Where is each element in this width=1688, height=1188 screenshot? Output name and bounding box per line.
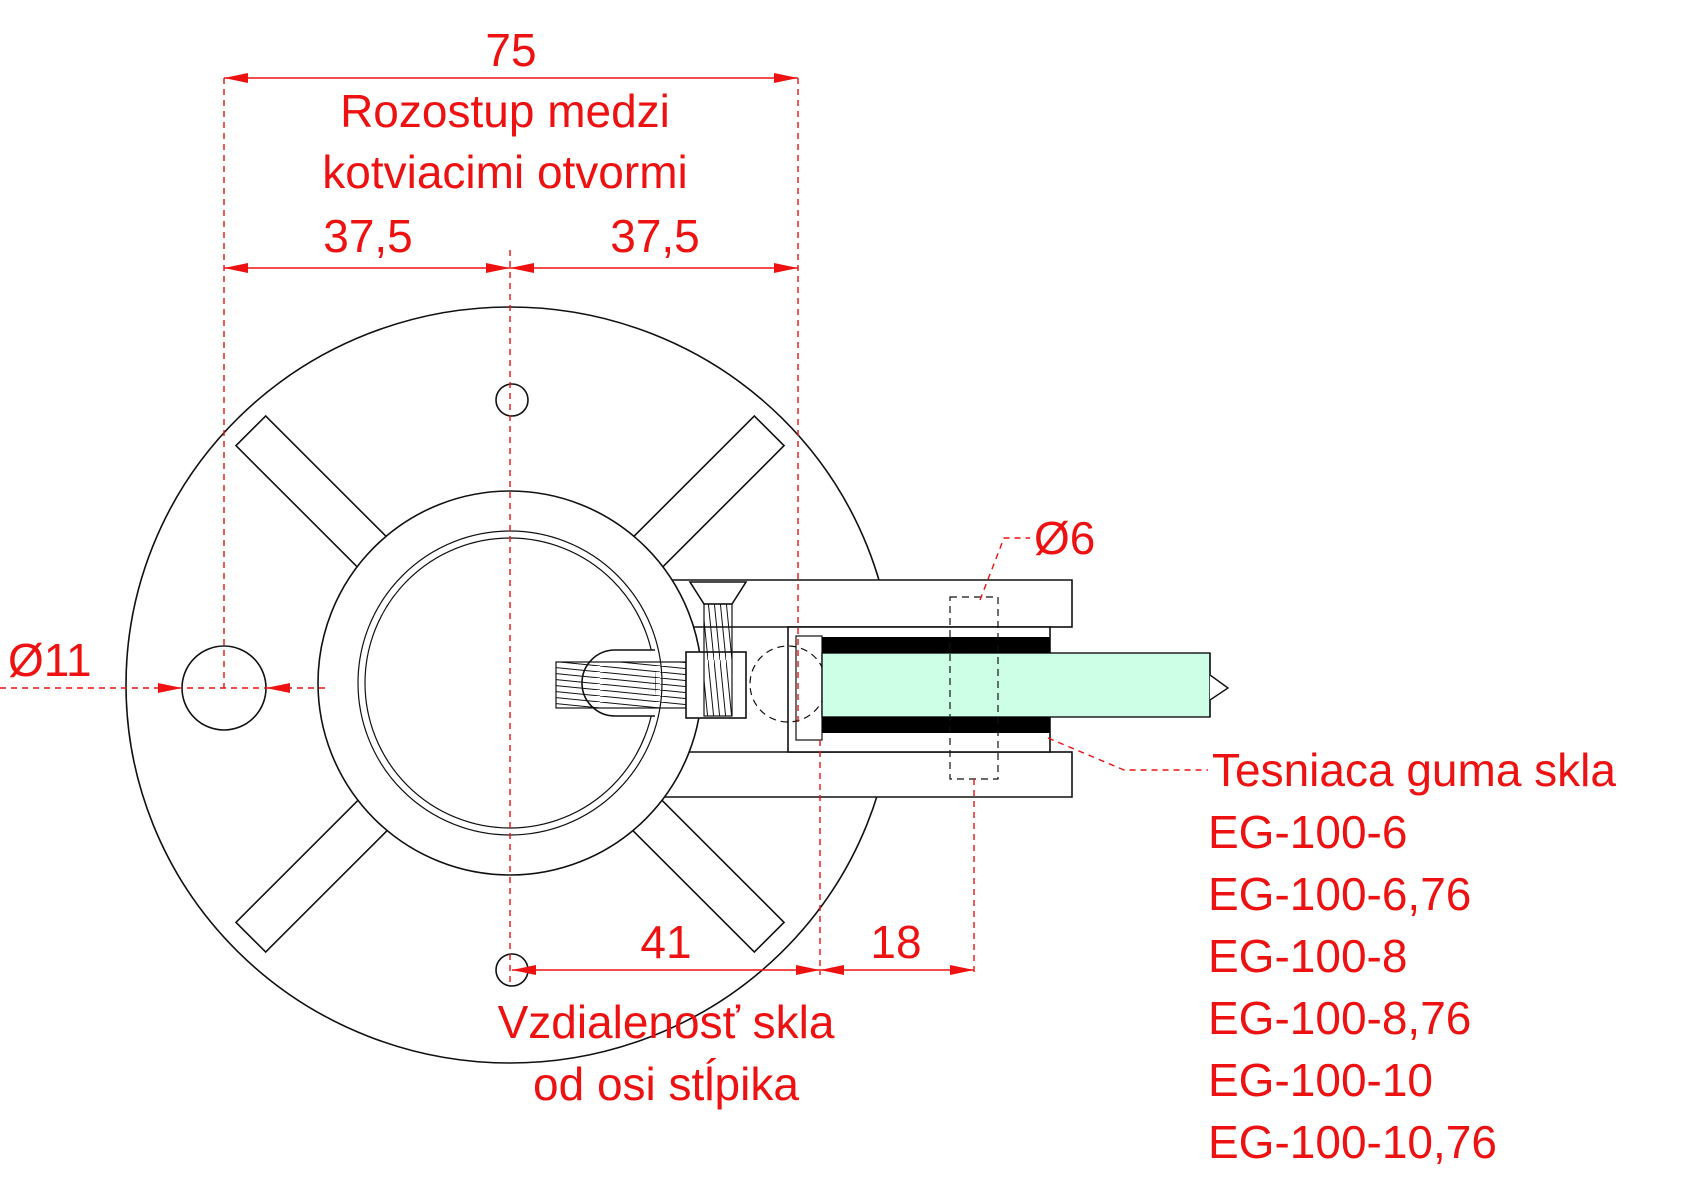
- dim-75: 75: [485, 24, 536, 76]
- anchor-hole-top: [495, 383, 529, 417]
- gasket-code: EG-100-6: [1208, 806, 1407, 858]
- glass-assembly: [821, 637, 1230, 733]
- clamp-bolt-shank: [703, 603, 733, 717]
- dim-41: 41: [640, 916, 691, 968]
- gasket-code: EG-100-10: [1208, 1054, 1433, 1106]
- glass-distance-label-line2: od osi stĺpika: [533, 1058, 799, 1110]
- stiffener-ribs: [234, 414, 786, 954]
- clamp-bolt: [688, 581, 748, 717]
- gasket-callout: Tesniaca guma skla EG-100-6 EG-100-6,76 …: [1208, 744, 1616, 1168]
- gasket-code: EG-100-8,76: [1208, 992, 1471, 1044]
- gasket-title: Tesniaca guma skla: [1212, 744, 1616, 796]
- gasket-code: EG-100-6,76: [1208, 868, 1471, 920]
- dim-18: 18: [870, 916, 921, 968]
- gasket-top: [822, 637, 1050, 653]
- gasket-code: EG-100-8: [1208, 930, 1407, 982]
- glass-break-mark: [1209, 653, 1230, 717]
- set-screw-shank: [555, 661, 687, 709]
- dim-37-5-right: 37,5: [610, 210, 700, 262]
- gasket-code: EG-100-10,76: [1208, 1116, 1497, 1168]
- clamp-lower-arm: [619, 751, 1073, 798]
- gasket-end-left: [822, 637, 832, 733]
- glass-distance-label-line1: Vzdialenosť skla: [498, 996, 835, 1048]
- dim-diameter-6: Ø6: [1034, 512, 1095, 564]
- anchor-spacing-label-line2: kotviacimi otvormi: [322, 146, 688, 198]
- anchor-spacing-label-line1: Rozostup medzi: [340, 85, 670, 137]
- dim-37-5-left: 37,5: [323, 210, 413, 262]
- dimension-labels: 75 Rozostup medzi kotviacimi otvormi 37,…: [8, 24, 1095, 1110]
- glass-pane: [821, 652, 1211, 718]
- dimension-lines: [158, 73, 974, 975]
- dim-diameter-11: Ø11: [8, 634, 92, 686]
- gasket-bottom: [822, 717, 1050, 733]
